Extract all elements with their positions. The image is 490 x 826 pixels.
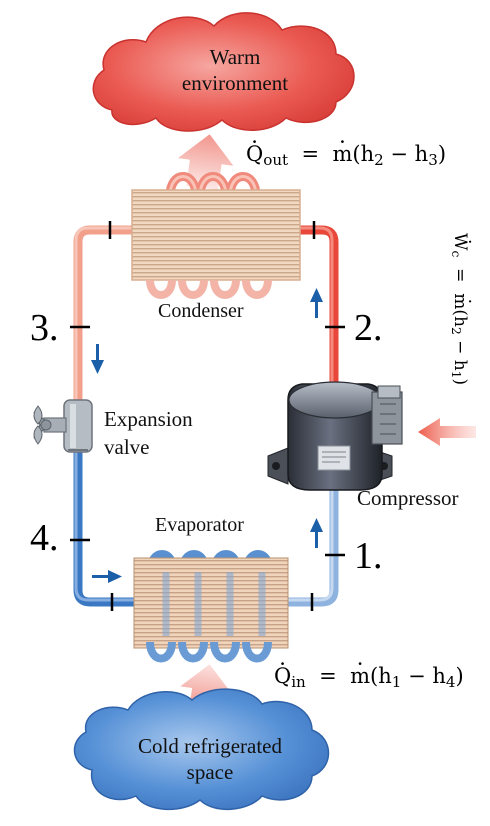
w-c-symbol: W bbox=[450, 233, 470, 250]
q-out-rhs-close: ) bbox=[437, 142, 447, 166]
expansion-valve-line1: Expansion bbox=[104, 407, 193, 431]
w-c-h-a: 2 bbox=[448, 326, 463, 335]
state-2-label: 2. bbox=[354, 307, 383, 349]
state-1-label: 1. bbox=[354, 535, 383, 577]
expansion-valve-line2: valve bbox=[104, 435, 150, 459]
cold-space-line2: space bbox=[186, 760, 234, 784]
q-out-mass-flow: m bbox=[332, 142, 352, 166]
state-markers bbox=[70, 325, 345, 557]
q-in-rhs-close: ) bbox=[455, 664, 464, 688]
state-4-label: 4. bbox=[30, 517, 59, 559]
q-out-rhs-mid: − h bbox=[383, 142, 429, 166]
q-in-h-b: 4 bbox=[445, 672, 456, 691]
expansion-valve-label: Expansion valve bbox=[104, 405, 193, 461]
evaporator-label: Evaporator bbox=[155, 514, 244, 536]
cold-space-cloud bbox=[73, 688, 330, 811]
q-in-symbol: Q bbox=[274, 664, 291, 688]
compressor-label: Compressor bbox=[357, 486, 459, 510]
q-out-h-a: 2 bbox=[374, 150, 384, 169]
refrigerant-loop bbox=[73, 225, 339, 607]
q-out-equals: = bbox=[294, 142, 326, 166]
w-c-subscript: c bbox=[448, 250, 463, 258]
q-in-equation: Qin = m(h1 − h4) bbox=[274, 664, 464, 691]
q-out-rhs-open: (h bbox=[352, 142, 375, 166]
flow-arrow-right bbox=[92, 570, 122, 583]
flow-arrow-down bbox=[91, 344, 104, 374]
warm-environment-line1: Warm bbox=[209, 45, 261, 69]
q-in-mass-flow: m bbox=[350, 664, 370, 688]
q-in-rhs-open: (h bbox=[370, 664, 392, 688]
warm-environment-cloud bbox=[92, 12, 355, 132]
w-c-mass-flow: m bbox=[450, 293, 470, 309]
q-out-equation: Qout = m(h2 − h3) bbox=[246, 142, 446, 169]
flow-arrows bbox=[91, 288, 323, 583]
flow-arrow-up-cold bbox=[310, 518, 323, 548]
expansion-valve bbox=[33, 399, 93, 453]
w-c-rhs-close: ) bbox=[450, 378, 470, 386]
w-c-equals: = bbox=[450, 262, 470, 288]
q-out-h-b: 3 bbox=[428, 150, 438, 169]
work-input-arrow bbox=[418, 418, 476, 446]
w-c-rhs-mid: − h bbox=[450, 334, 470, 371]
warm-environment-label: Warm environment bbox=[150, 44, 320, 96]
condenser-coil bbox=[108, 172, 316, 299]
w-c-equation: Wc = m(h2 − h1) bbox=[449, 233, 470, 403]
w-c-h-b: 1 bbox=[448, 370, 463, 379]
q-in-h-a: 1 bbox=[391, 672, 402, 691]
condenser-label: Condenser bbox=[158, 300, 244, 322]
state-3-label: 3. bbox=[30, 307, 59, 349]
q-in-equals: = bbox=[312, 664, 344, 688]
warm-environment-line2: environment bbox=[181, 71, 289, 95]
cold-space-label: Cold refrigerated space bbox=[100, 733, 320, 785]
compressor bbox=[267, 381, 403, 491]
w-c-rhs-open: (h bbox=[450, 309, 470, 327]
q-in-rhs-mid: − h bbox=[401, 664, 446, 688]
q-in-subscript: in bbox=[291, 672, 306, 691]
evaporator-coil bbox=[110, 550, 314, 663]
q-out-symbol: Q bbox=[246, 142, 263, 166]
q-out-subscript: out bbox=[263, 150, 289, 169]
cold-space-line1: Cold refrigerated bbox=[137, 734, 283, 758]
flow-arrow-up-hot bbox=[310, 288, 323, 318]
